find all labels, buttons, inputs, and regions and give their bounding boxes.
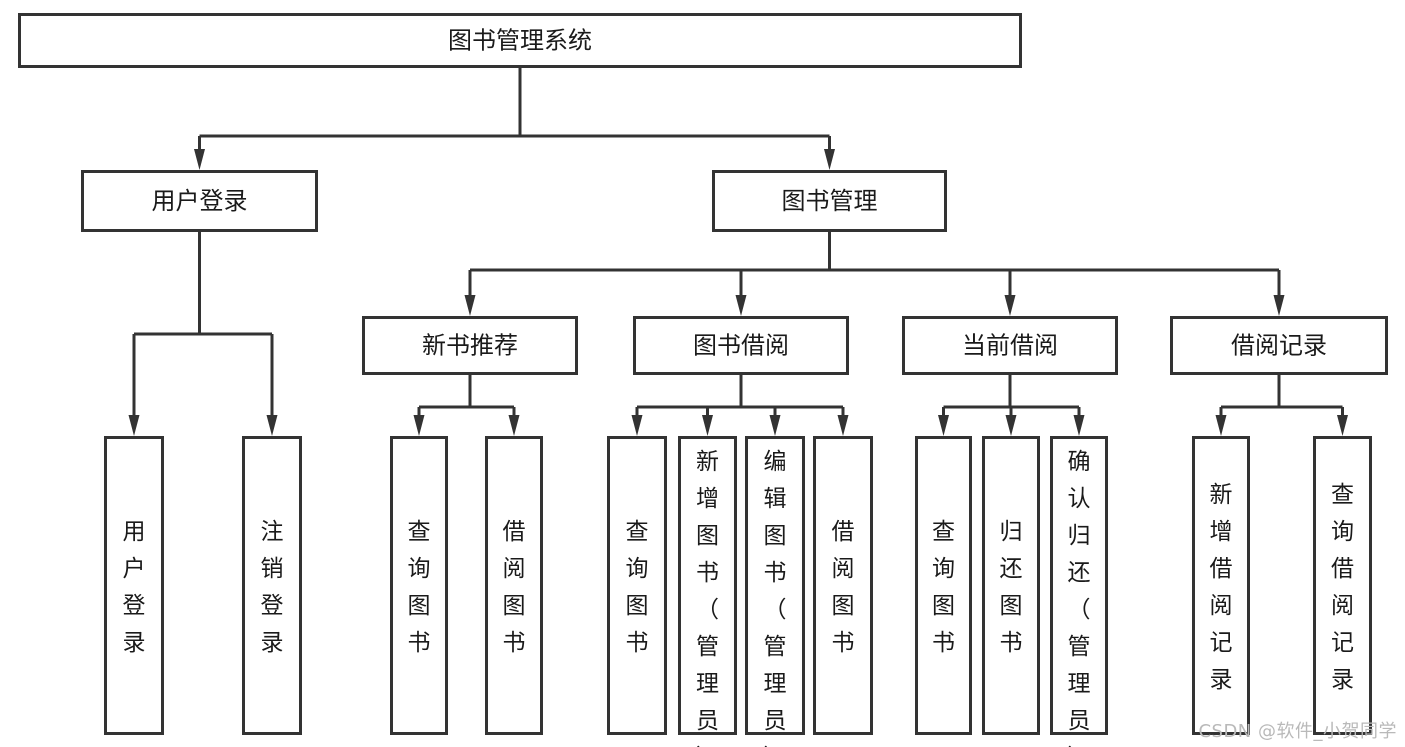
node-box[interactable]	[1313, 436, 1372, 735]
node-label: 新书推荐	[422, 332, 518, 360]
node-label: 确认归还（管理员）	[1068, 449, 1091, 747]
node-box[interactable]	[982, 436, 1040, 735]
node-l3-2[interactable]: 当前借阅	[902, 316, 1118, 375]
leaf-node-10[interactable]: 确认归还（管理员）	[1050, 436, 1108, 747]
arrow-head-icon	[631, 415, 643, 436]
leaf-node-12[interactable]: 查询借阅记录	[1313, 436, 1372, 735]
node-l2-0[interactable]: 用户登录	[81, 170, 318, 232]
node-box[interactable]	[1192, 436, 1250, 735]
arrow-head-icon	[413, 415, 425, 436]
node-label: 图书管理系统	[448, 27, 592, 55]
node-box[interactable]	[485, 436, 543, 735]
node-label: 借阅图书	[503, 519, 526, 656]
node-box[interactable]	[104, 436, 164, 735]
node-l2-1[interactable]: 图书管理	[712, 170, 947, 232]
node-box[interactable]	[633, 316, 849, 375]
leaf-node-5[interactable]: 新增图书（管理员）	[678, 436, 737, 747]
node-label: 图书管理	[782, 187, 878, 215]
node-label: 借阅图书	[832, 519, 855, 656]
node-label: 归还图书	[1000, 519, 1023, 656]
node-box[interactable]	[242, 436, 302, 735]
arrow-head-icon	[508, 415, 520, 436]
node-box[interactable]	[1170, 316, 1388, 375]
node-label: 图书借阅	[693, 332, 789, 360]
node-box[interactable]	[390, 436, 448, 735]
leaf-node-8[interactable]: 查询图书	[915, 436, 972, 735]
arrow-head-icon	[1073, 415, 1085, 436]
connector-layer	[128, 68, 1348, 436]
node-l3-3[interactable]: 借阅记录	[1170, 316, 1388, 375]
node-label: 查询图书	[408, 519, 431, 656]
node-l3-0[interactable]: 新书推荐	[362, 316, 578, 375]
arrow-head-icon	[266, 415, 278, 436]
node-box[interactable]	[712, 170, 947, 232]
node-label: 当前借阅	[962, 332, 1058, 360]
leaf-node-2[interactable]: 查询图书	[390, 436, 448, 735]
node-box[interactable]	[813, 436, 873, 735]
node-box[interactable]	[678, 436, 737, 735]
node-box[interactable]	[81, 170, 318, 232]
node-box[interactable]	[607, 436, 667, 735]
node-box[interactable]	[915, 436, 972, 735]
arrow-head-icon	[194, 149, 205, 170]
arrow-head-icon	[938, 415, 949, 436]
arrow-head-icon	[464, 295, 476, 316]
node-root-0[interactable]: 图书管理系统	[18, 13, 1022, 68]
leaf-node-1[interactable]: 注销登录	[242, 436, 302, 735]
node-box[interactable]	[745, 436, 805, 735]
node-box[interactable]	[902, 316, 1118, 375]
arrow-head-icon	[702, 415, 713, 436]
node-label: 新增图书（管理员）	[696, 449, 719, 747]
arrow-head-icon	[1215, 415, 1227, 436]
node-layer: 图书管理系统用户登录图书管理新书推荐图书借阅当前借阅借阅记录用户登录注销登录查询…	[18, 13, 1388, 747]
node-label: 查询图书	[932, 519, 955, 656]
leaf-node-11[interactable]: 新增借阅记录	[1192, 436, 1250, 735]
arrow-head-icon	[769, 415, 781, 436]
arrow-head-icon	[1273, 295, 1285, 316]
node-label: 查询借阅记录	[1331, 482, 1354, 693]
leaf-node-3[interactable]: 借阅图书	[485, 436, 543, 735]
node-box[interactable]	[1050, 436, 1108, 735]
node-label: 用户登录	[152, 187, 248, 215]
node-label: 借阅记录	[1231, 332, 1327, 360]
node-label: 用户登录	[123, 519, 146, 656]
arrow-head-icon	[1337, 415, 1348, 436]
arrow-head-icon	[837, 415, 849, 436]
arrow-head-icon	[1005, 415, 1017, 436]
arrow-head-icon	[824, 149, 835, 170]
arrow-head-icon	[1004, 295, 1016, 316]
leaf-node-4[interactable]: 查询图书	[607, 436, 667, 735]
leaf-node-0[interactable]: 用户登录	[104, 436, 164, 735]
node-box[interactable]	[362, 316, 578, 375]
leaf-node-6[interactable]: 编辑图书（管理员）	[745, 436, 805, 747]
node-label: 编辑图书（管理员）	[764, 449, 787, 747]
node-box[interactable]	[18, 13, 1022, 68]
node-label: 查询图书	[626, 519, 649, 656]
node-l3-1[interactable]: 图书借阅	[633, 316, 849, 375]
arrow-head-icon	[128, 415, 140, 436]
node-label: 注销登录	[261, 519, 284, 656]
arrow-head-icon	[735, 295, 747, 316]
node-label: 新增借阅记录	[1210, 482, 1233, 693]
leaf-node-7[interactable]: 借阅图书	[813, 436, 873, 735]
leaf-node-9[interactable]: 归还图书	[982, 436, 1040, 735]
